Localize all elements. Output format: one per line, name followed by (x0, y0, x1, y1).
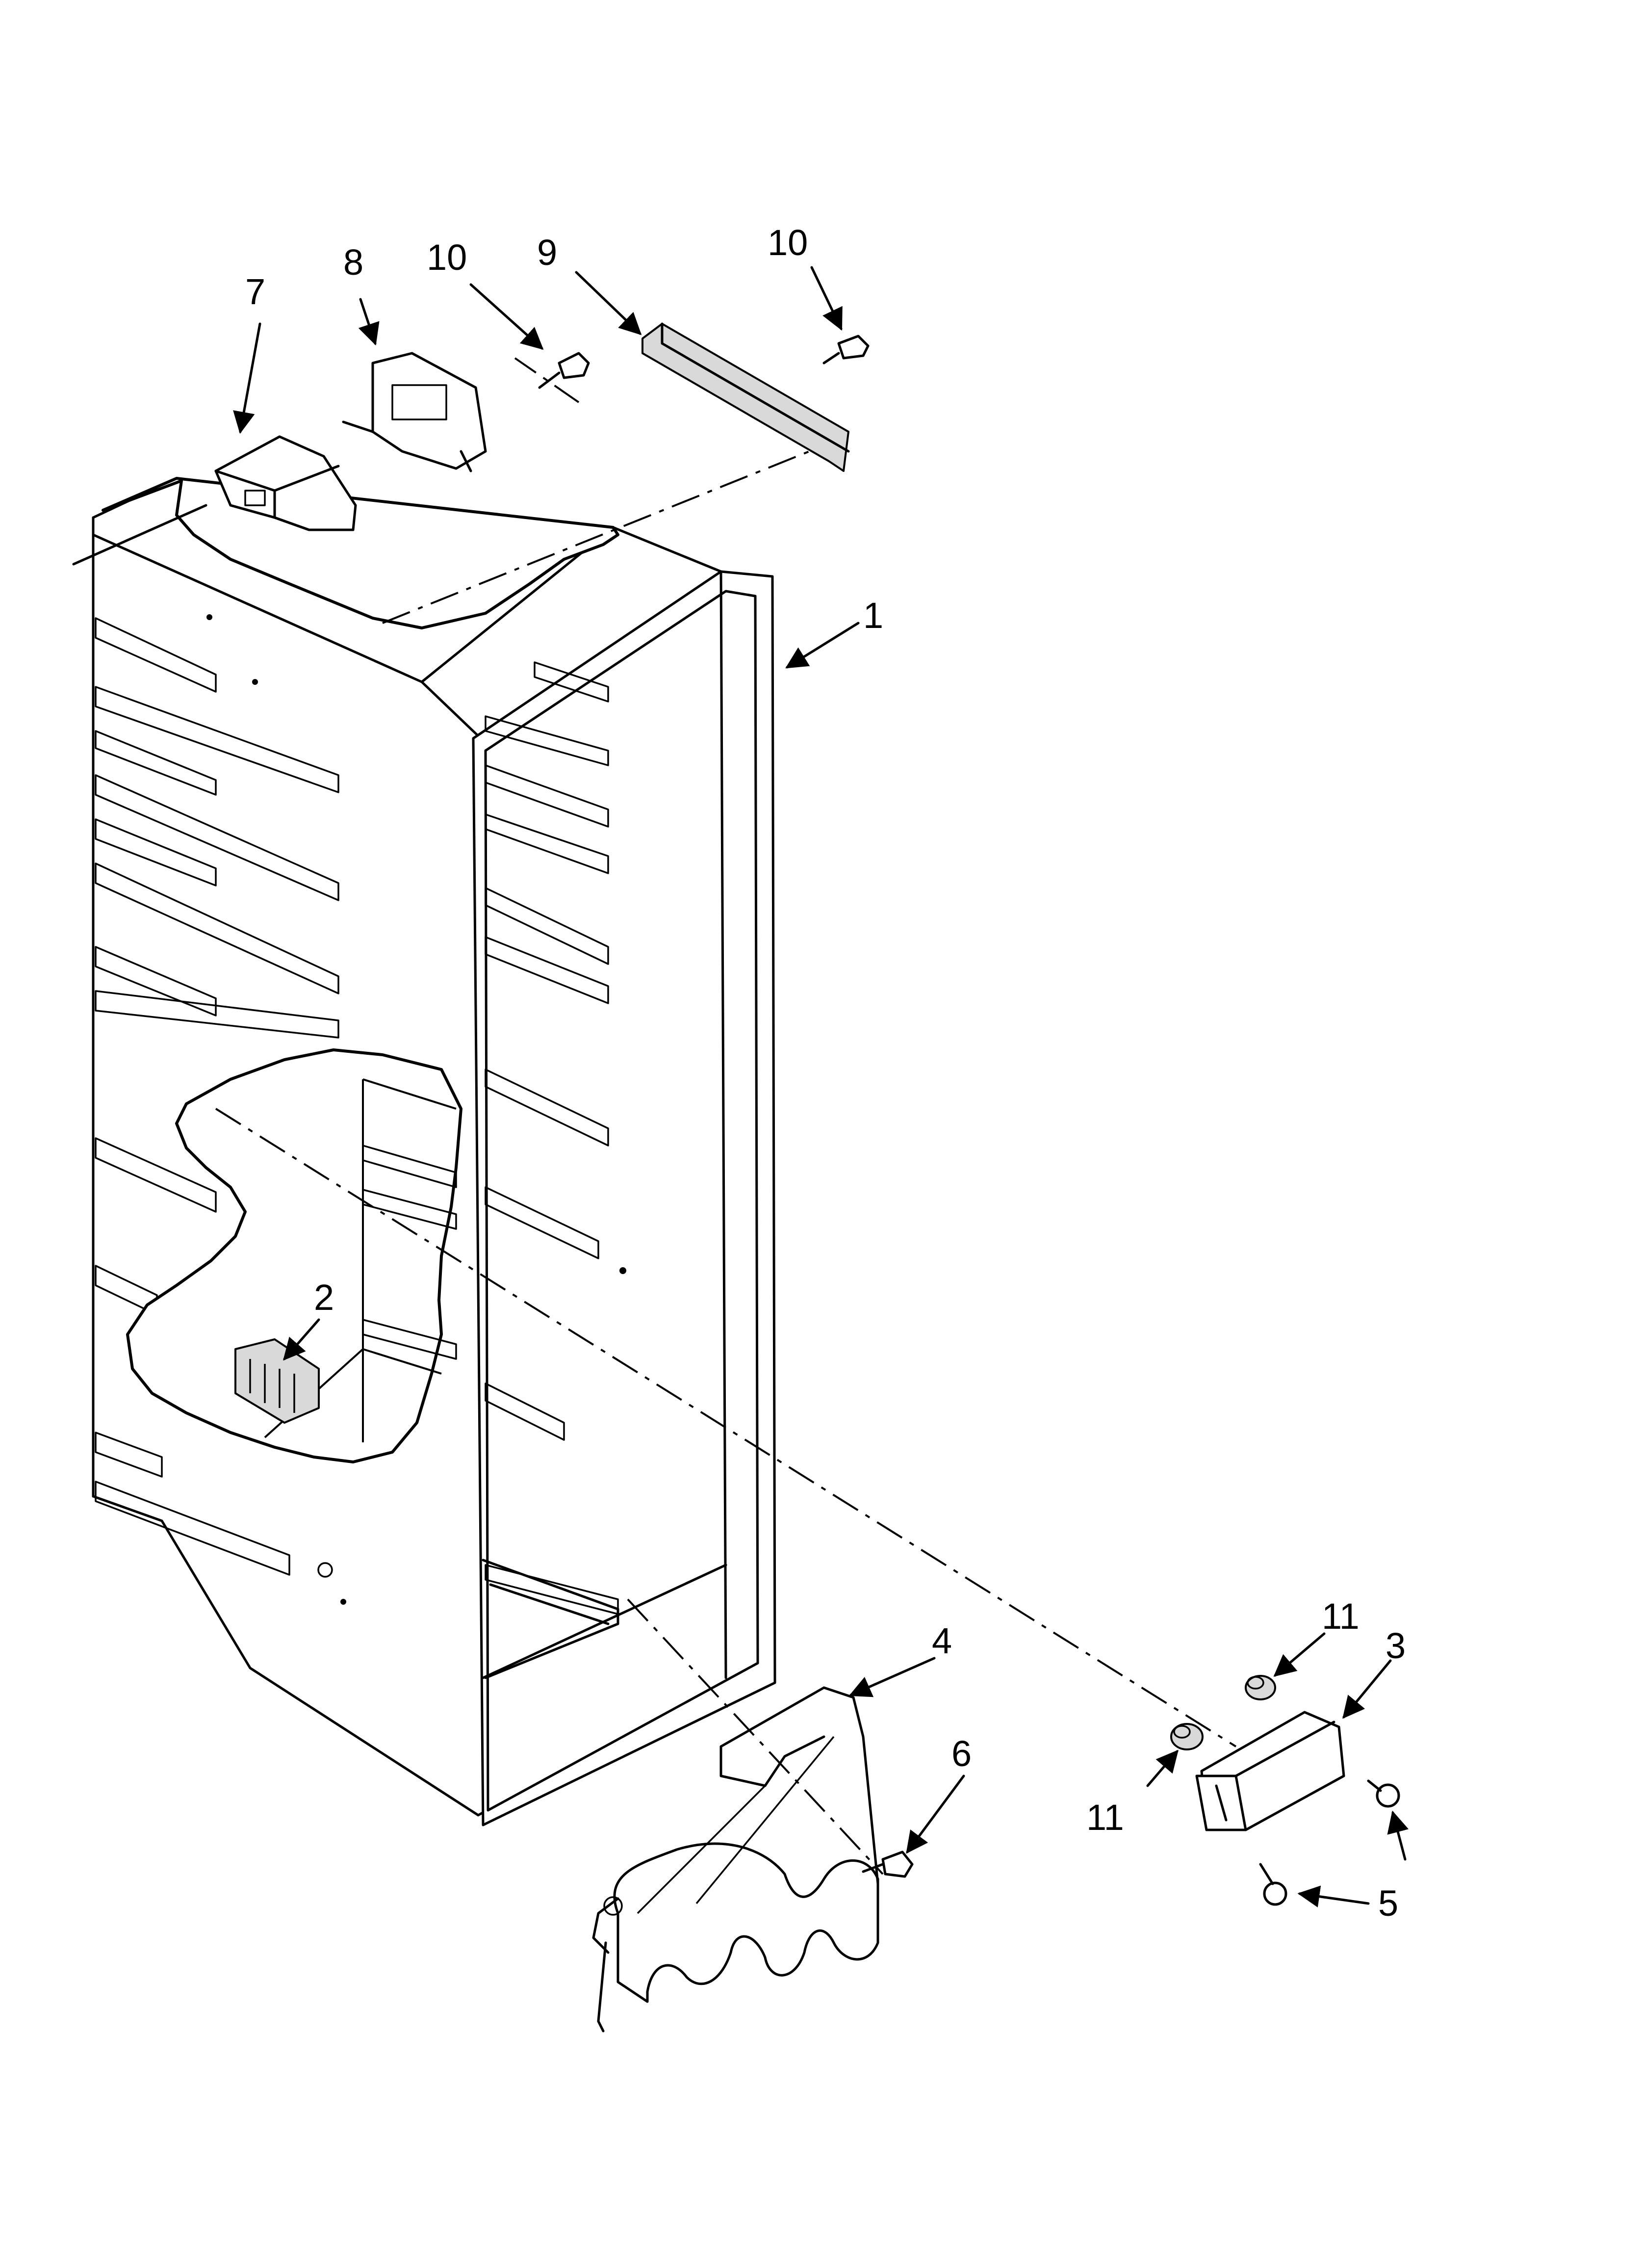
callout-2: 2 (314, 1277, 334, 1318)
part-8-bracket (342, 352, 487, 472)
part-11-plug-b (1170, 1723, 1204, 1750)
part-9-rail (641, 322, 850, 472)
part-11-plug-a (1245, 1675, 1276, 1700)
callout-5: 5 (1378, 1883, 1398, 1924)
part-7-control-housing (72, 435, 357, 566)
part-10-screw-b (822, 335, 870, 365)
part-3-housing (1195, 1711, 1345, 1831)
callout-10-right: 10 (768, 222, 808, 263)
callout-1: 1 (863, 595, 883, 636)
callout-11-top: 11 (1322, 1596, 1360, 1637)
callout-3: 3 (1385, 1625, 1406, 1666)
callout-10-left: 10 (427, 237, 467, 278)
part-5-pin-a (1367, 1779, 1400, 1808)
callout-11-bottom: 11 (1086, 1797, 1124, 1838)
callout-7: 7 (245, 271, 265, 312)
callout-leaders (233, 266, 1409, 1908)
part-5-pin-b (1259, 1863, 1287, 1906)
callout-labels: 7 8 10 9 10 1 2 4 6 11 3 11 5 (245, 222, 1406, 1924)
left-shelf-rails (95, 617, 339, 1576)
callout-9: 9 (537, 232, 557, 273)
refrigerator-liner (92, 477, 776, 1826)
callout-8: 8 (343, 242, 363, 283)
part-6-screw (862, 1851, 914, 1878)
callout-6: 6 (951, 1733, 972, 1774)
part-4-heater (592, 1686, 879, 2033)
assembly-lines (215, 357, 1237, 1875)
part-10-screw-a (538, 352, 590, 389)
callout-4: 4 (932, 1620, 952, 1661)
